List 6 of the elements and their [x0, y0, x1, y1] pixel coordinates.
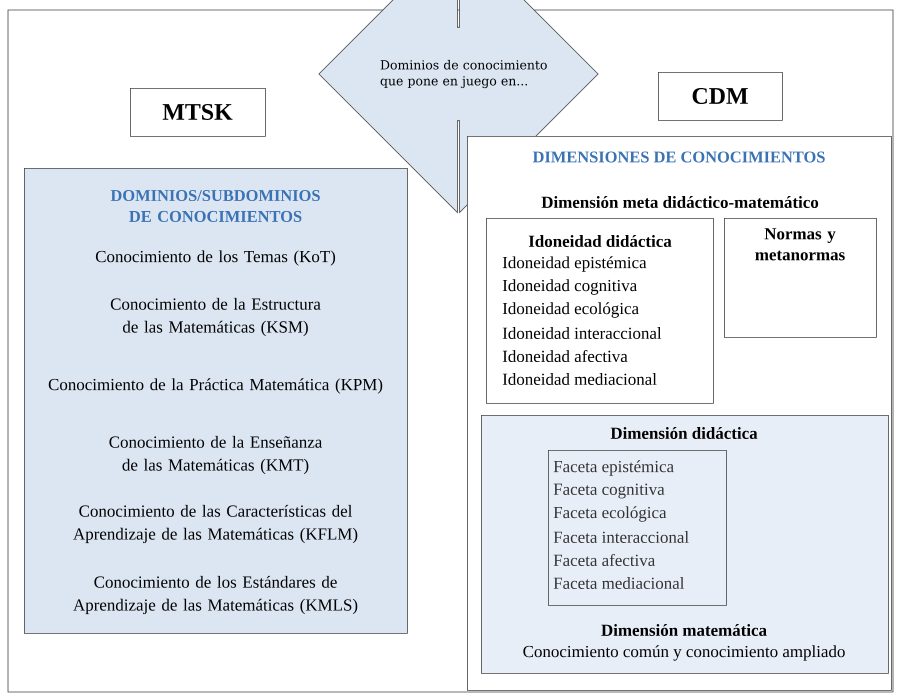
facets-box: Faceta epistémica Faceta cognitiva Faceta ecológica Faceta interaccional Faceta afectiva Faceta mediacional	[548, 450, 727, 606]
norms-box: Normas y metanormas	[724, 218, 877, 338]
title-box: CDM	[658, 72, 783, 121]
title-box: MTSK	[130, 88, 266, 137]
suitability-box: Idoneidad didáctica Idoneidad epistémica Idoneidad cognitiva Idoneidad ecológica Idoneidad interaccional Idoneidad afectiva Idoneidad mediacional	[486, 218, 714, 404]
domains-panel: DOMINIOS/SUBDOMINIOS DE CONOCIMIENTOS Conocimiento de los Temas (KoT) Conocimiento de la Estructura de las Matemáticas (KSM) Conocimiento de la Práctica Matemática (KPM) Conocimiento de la Enseñanza de las Matemáticas (KMT) Conocimiento de las Características del Aprendizaje de las Matemáticas (KFLM) Conocimiento de los Estándares de Aprendizaje de las Matemáticas (KMLS)	[24, 168, 408, 634]
